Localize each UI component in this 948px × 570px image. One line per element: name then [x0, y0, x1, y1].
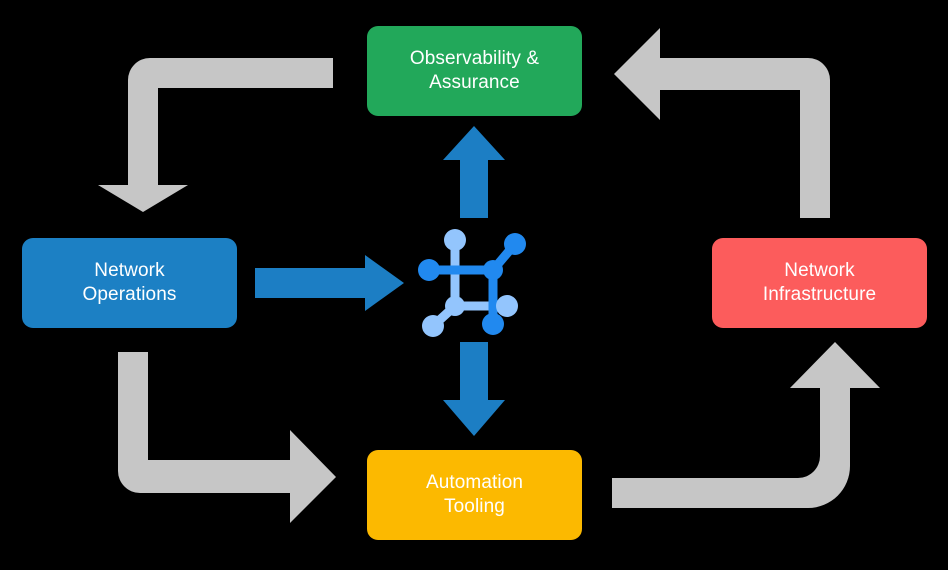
node-right-light: [496, 295, 518, 317]
node-bottom-dark: [482, 313, 504, 335]
node-label-operations: Network Operations: [82, 259, 177, 305]
node-junction-dark: [483, 260, 503, 280]
node-bottomleft-light: [422, 315, 444, 337]
network-nodes: [418, 229, 526, 337]
connector-operations-to-center: [255, 255, 404, 311]
node-top-light: [444, 229, 466, 251]
node-automation-tooling[interactable]: Automation Tooling: [367, 450, 582, 540]
node-topright-dark: [504, 233, 526, 255]
connector-center-to-observability: [443, 126, 505, 218]
node-label-infrastructure: Network Infrastructure: [762, 259, 877, 305]
connector-center-to-automation: [443, 342, 505, 436]
node-observability-assurance[interactable]: Observability & Assurance: [367, 26, 582, 116]
node-network-operations[interactable]: Network Operations: [22, 238, 237, 328]
network-topology-icon: [418, 229, 526, 337]
connector-observability-to-operations: [98, 58, 333, 212]
node-network-infrastructure[interactable]: Network Infrastructure: [712, 238, 927, 328]
connector-infrastructure-to-observability: [614, 28, 830, 218]
node-left-dark: [418, 259, 440, 281]
node-label-observability: Observability & Assurance: [409, 47, 540, 93]
node-junction-light: [445, 296, 465, 316]
connector-operations-to-automation: [118, 352, 336, 523]
connector-automation-to-infrastructure: [612, 342, 880, 508]
node-label-automation: Automation Tooling: [425, 471, 524, 517]
